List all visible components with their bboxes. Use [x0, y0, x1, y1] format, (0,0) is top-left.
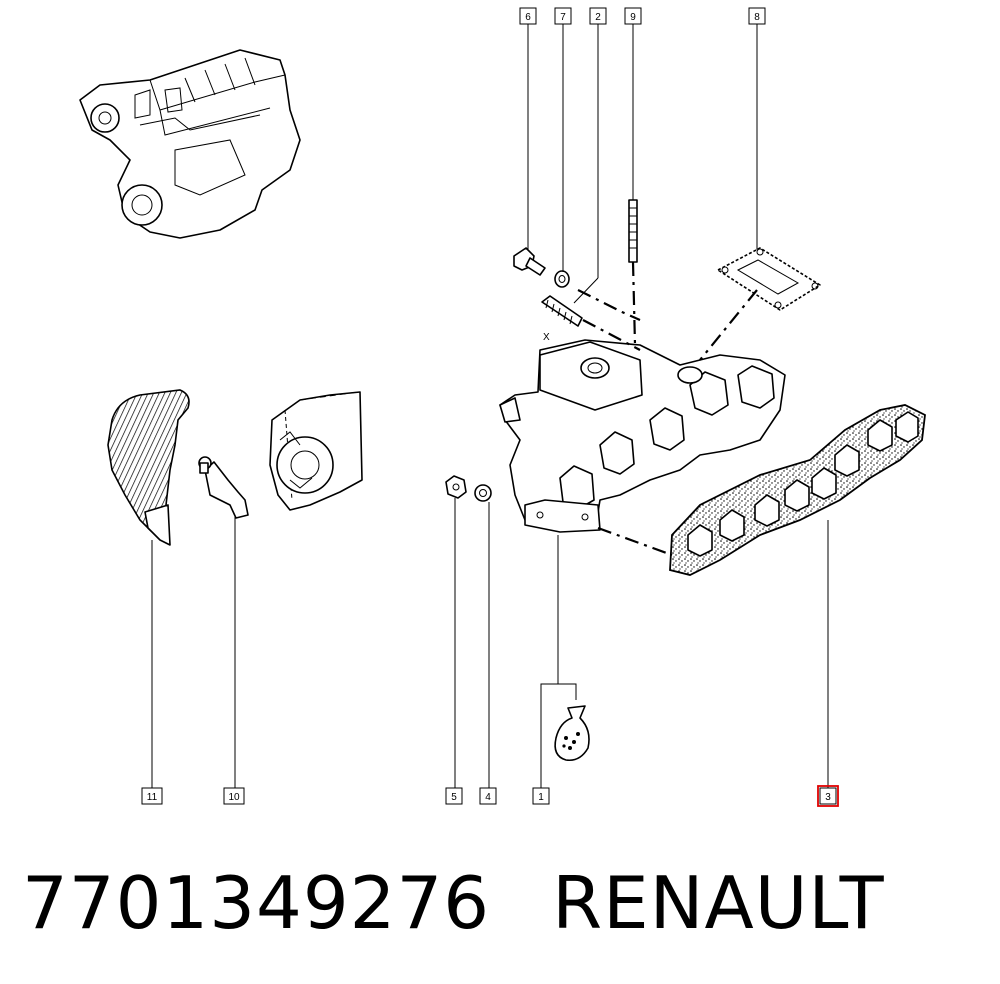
- nut-part: [445, 475, 467, 499]
- footer-caption: 7701349276 RENAULT: [22, 858, 885, 948]
- callout-11[interactable]: 11: [141, 787, 163, 805]
- callout-label: 11: [147, 792, 158, 803]
- part-number: 7701349276: [22, 861, 491, 945]
- callout-label: 4: [485, 792, 491, 803]
- callout-2[interactable]: 2: [589, 7, 607, 25]
- callout-6[interactable]: 6: [519, 7, 537, 25]
- callout-label: 6: [525, 12, 531, 23]
- bolt-part: [513, 247, 546, 276]
- callout-label: 7: [560, 12, 566, 23]
- callout-1[interactable]: 1: [532, 787, 550, 805]
- callout-4[interactable]: 4: [479, 787, 497, 805]
- callout-label: 8: [754, 12, 760, 23]
- highlight-outline: [817, 785, 839, 807]
- callout-label: 10: [228, 792, 240, 803]
- washer-part-4: [474, 484, 492, 502]
- annotation-x: X: [543, 332, 550, 343]
- assembly-lines: [577, 261, 758, 557]
- brand-name: RENAULT: [552, 861, 885, 945]
- callout-label: 9: [630, 12, 636, 23]
- washer-part: [554, 270, 570, 288]
- callout-8[interactable]: 8: [748, 7, 766, 25]
- callout-label: 1: [538, 792, 544, 803]
- callout-10[interactable]: 10: [223, 787, 245, 805]
- callout-label: 2: [595, 12, 601, 23]
- leader-lines: [151, 24, 829, 788]
- parts-kit-bag-icon: [554, 705, 590, 762]
- callout-label: 5: [451, 792, 457, 803]
- bracket-part: [198, 456, 249, 519]
- callout-5[interactable]: 5: [445, 787, 463, 805]
- engine-block-section: [269, 391, 363, 511]
- heat-shield-part: [107, 389, 190, 546]
- engine-thumbnail: [79, 49, 301, 239]
- long-stud-part: [628, 199, 638, 263]
- carburetor-gasket-part: [717, 247, 821, 311]
- callout-3[interactable]: 3: [817, 785, 839, 807]
- callout-7[interactable]: 7: [554, 7, 572, 25]
- manifold-part: [499, 339, 786, 533]
- stud-part: X: [541, 295, 583, 343]
- callout-9[interactable]: 9: [624, 7, 642, 25]
- callout-label: 3: [825, 792, 831, 803]
- manifold-gasket-part: [669, 404, 926, 576]
